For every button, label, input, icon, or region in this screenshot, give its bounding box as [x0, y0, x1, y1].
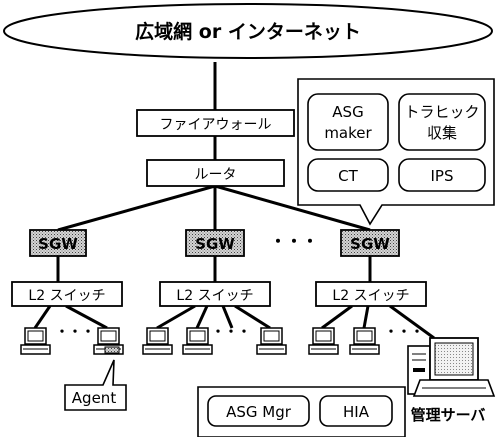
internet-cloud: 広域網 or インターネット — [3, 3, 493, 59]
cloud-label: 広域網 or インターネット — [135, 20, 361, 43]
l2-switch-1: L2 スイッチ — [11, 281, 123, 307]
router-label: ルータ — [195, 167, 237, 183]
pc-icon — [349, 327, 380, 355]
ips-box: IPS — [398, 158, 486, 192]
asg-maker-line1: ASG — [332, 103, 363, 121]
sgw-2: SGW — [185, 229, 245, 257]
ct-label: CT — [338, 167, 358, 185]
agent-pc-icon — [93, 327, 124, 355]
firewall: ファイアウォール — [136, 109, 295, 137]
l2-switch-2: L2 スイッチ — [159, 281, 271, 307]
sgw-1-label: SGW — [38, 235, 78, 253]
hia-box: HIA — [319, 395, 393, 427]
sgw-1: SGW — [29, 229, 87, 257]
hia-label: HIA — [343, 403, 370, 421]
sgw-3-label: SGW — [350, 235, 390, 253]
l2-switch-1-label: L2 スイッチ — [28, 288, 105, 304]
agent-callout: Agent — [64, 359, 127, 411]
asg-maker-box: ASG maker — [307, 93, 389, 151]
links — [33, 62, 435, 340]
management-server-callout: ASG Mgr HIA — [197, 386, 406, 438]
sgw-3: SGW — [340, 229, 400, 257]
sgw-2-label: SGW — [195, 235, 235, 253]
pc-icon — [182, 327, 213, 355]
sgw-ellipsis: ・・・ — [270, 232, 318, 251]
sgw-callout: ASG maker トラヒック 収集 CT IPS — [297, 78, 495, 226]
traffic-collection-box: トラヒック 収集 — [398, 93, 486, 151]
l2-switch-3: L2 スイッチ — [315, 281, 427, 307]
pc-icon — [256, 327, 287, 355]
pc-ellipsis-2: ・・・ — [211, 325, 250, 340]
traffic-collection-line1: トラヒック — [404, 103, 479, 121]
pc-icon — [20, 327, 51, 355]
pc-ellipsis-1: ・・・ — [55, 325, 94, 340]
pc-icon — [308, 327, 339, 355]
ct-box: CT — [307, 158, 389, 192]
router: ルータ — [146, 159, 285, 187]
l2-switch-2-label: L2 スイッチ — [176, 288, 253, 304]
firewall-label: ファイアウォール — [160, 117, 272, 133]
asg-mgr-label: ASG Mgr — [226, 403, 292, 421]
traffic-collection-line2: 収集 — [427, 124, 457, 142]
ips-label: IPS — [431, 167, 454, 185]
pc-icon — [142, 327, 173, 355]
l2-switch-3-label: L2 スイッチ — [332, 288, 409, 304]
asg-maker-line2: maker — [324, 124, 372, 142]
management-server-label: 管理サーバ — [411, 406, 486, 424]
asg-mgr-box: ASG Mgr — [207, 395, 310, 427]
management-server-icon — [407, 337, 496, 397]
agent-label: Agent — [72, 389, 117, 407]
pc-ellipsis-3: ・・・ — [384, 325, 423, 340]
